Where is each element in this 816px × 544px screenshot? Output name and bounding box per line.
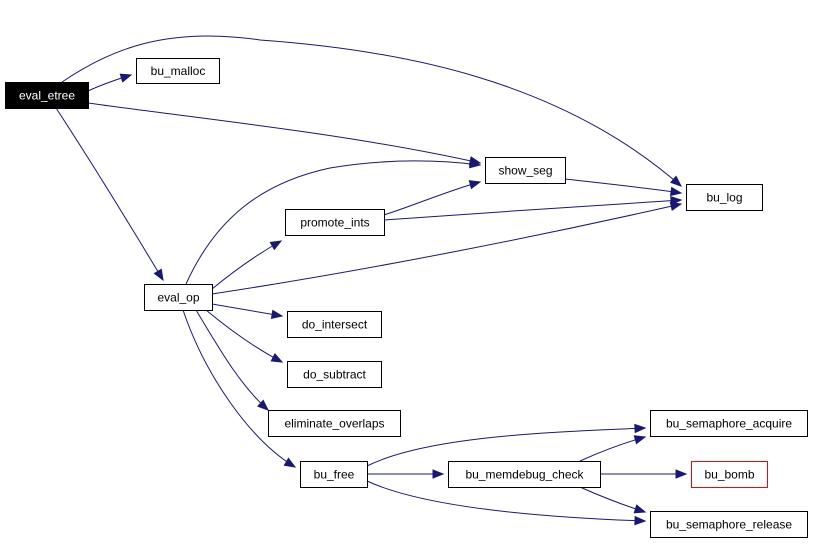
edge-line — [383, 199, 682, 221]
node-label: bu_semaphore_release — [666, 518, 792, 532]
arrowhead-icon — [669, 201, 683, 211]
node-bu-log[interactable]: bu_log — [686, 184, 763, 211]
arrowhead-icon — [432, 469, 445, 479]
node-box — [650, 511, 808, 538]
edge-line — [383, 181, 481, 216]
arrowhead-icon — [270, 352, 284, 363]
edges-layer — [55, 35, 688, 526]
node-box — [285, 209, 385, 236]
node-box — [485, 157, 566, 184]
arrowhead-icon — [270, 309, 284, 319]
edge-line — [185, 160, 481, 285]
nodes-layer: eval_etree bu_malloc show_seg bu_logpromote… — [5, 58, 808, 538]
node-label: bu_semaphore_acquire — [666, 417, 792, 431]
edge-eval_op-to-eliminate_overlaps — [195, 309, 270, 411]
arrowhead-icon — [669, 186, 683, 197]
edge-bu_free-to-bu_semaphore_acquire — [366, 423, 647, 467]
edge-line — [195, 309, 269, 411]
node-box — [287, 311, 382, 338]
node-label: do_intersect — [302, 318, 368, 332]
node-label: bu_bomb — [704, 468, 754, 482]
arrowhead-icon — [634, 423, 647, 434]
arrowhead-icon — [468, 180, 482, 190]
edge-line — [366, 427, 646, 467]
node-bu-semaphore-acquire[interactable]: bu_semaphore_acquire — [650, 410, 808, 437]
node-label: bu_log — [706, 191, 742, 205]
edge-line — [564, 178, 682, 194]
edge-bu_free-to-bu_semaphore_release — [366, 480, 647, 526]
edge-eval_op-to-do_subtract — [205, 309, 284, 363]
node-box — [300, 461, 368, 488]
node-eval-op[interactable]: eval_op — [144, 284, 213, 311]
arrowhead-icon — [633, 504, 647, 514]
node-box — [650, 410, 808, 437]
node-eliminate-overlaps[interactable]: eliminate_overlaps — [268, 410, 401, 437]
edge-promote_ints-to-bu_log — [383, 195, 683, 221]
node-bu-bomb[interactable]: bu_bomb — [691, 461, 768, 488]
node-label: eval_op — [157, 291, 199, 305]
edge-promote_ints-to-show_seg — [383, 180, 482, 216]
edge-bu_memdebug_check-to-bu_bomb — [600, 469, 688, 479]
edge-bu_free-to-bu_memdebug_check — [367, 469, 445, 479]
edge-line — [211, 303, 283, 317]
node-label: do_subtract — [303, 368, 366, 382]
edge-line — [61, 35, 682, 187]
node-promote-ints[interactable]: promote_ints — [285, 209, 385, 236]
edge-bu_memdebug_check-to-bu_semaphore_acquire — [579, 435, 647, 462]
edge-line — [366, 480, 646, 522]
edge-show_seg-to-bu_log — [564, 178, 683, 197]
node-do-subtract[interactable]: do_subtract — [287, 361, 382, 388]
arrowhead-icon — [153, 268, 164, 282]
node-box — [136, 58, 220, 84]
node-label: bu_free — [314, 468, 355, 482]
node-box — [691, 461, 768, 488]
edge-eval_etree-to-eval_op — [55, 107, 164, 282]
node-bu-malloc[interactable]: bu_malloc — [136, 58, 220, 84]
node-label: eval_etree — [19, 89, 75, 103]
edge-bu_memdebug_check-to-bu_semaphore_release — [579, 486, 647, 514]
arrowhead-icon — [257, 399, 270, 411]
node-box — [686, 184, 763, 211]
node-show-seg[interactable]: show_seg — [485, 157, 566, 184]
arrowhead-icon — [283, 457, 297, 468]
edge-line — [182, 309, 296, 468]
edge-line — [211, 240, 282, 290]
edge-eval_op-to-show_seg — [185, 158, 482, 285]
arrowhead-icon — [468, 158, 482, 169]
edge-line — [55, 107, 164, 281]
node-label: show_seg — [498, 164, 552, 178]
edge-line — [205, 309, 283, 363]
arrowhead-icon — [633, 435, 647, 445]
node-bu-semaphore-release[interactable]: bu_semaphore_release — [650, 511, 808, 538]
node-box — [268, 410, 401, 437]
node-box — [144, 284, 213, 311]
edge-line — [87, 102, 481, 164]
node-box — [287, 361, 382, 388]
arrowhead-icon — [675, 469, 688, 479]
node-label: eliminate_overlaps — [284, 417, 384, 431]
arrowhead-icon — [634, 515, 647, 526]
edge-eval_op-to-promote_ints — [211, 240, 283, 290]
node-box — [5, 82, 89, 109]
node-bu-free[interactable]: bu_free — [300, 461, 368, 488]
arrowhead-icon — [119, 73, 133, 83]
edge-eval_etree-to-bu_log — [61, 35, 683, 187]
edge-eval_op-to-do_intersect — [211, 303, 284, 319]
node-do-intersect[interactable]: do_intersect — [287, 311, 382, 338]
node-label: bu_malloc — [151, 64, 206, 78]
arrowhead-icon — [669, 175, 683, 187]
edge-line — [211, 203, 682, 295]
edge-eval_op-to-bu_free — [182, 309, 297, 468]
node-label: bu_memdebug_check — [465, 468, 584, 482]
node-box — [448, 461, 601, 488]
edge-eval_op-to-bu_log — [211, 201, 683, 295]
edge-eval_etree-to-show_seg — [87, 102, 482, 166]
node-eval-etree[interactable]: eval_etree — [5, 82, 89, 109]
node-bu-memdebug-check[interactable]: bu_memdebug_check — [448, 461, 601, 488]
node-label: promote_ints — [300, 216, 369, 230]
arrowhead-icon — [269, 240, 283, 251]
edge-eval_etree-to-bu_malloc — [87, 73, 133, 92]
